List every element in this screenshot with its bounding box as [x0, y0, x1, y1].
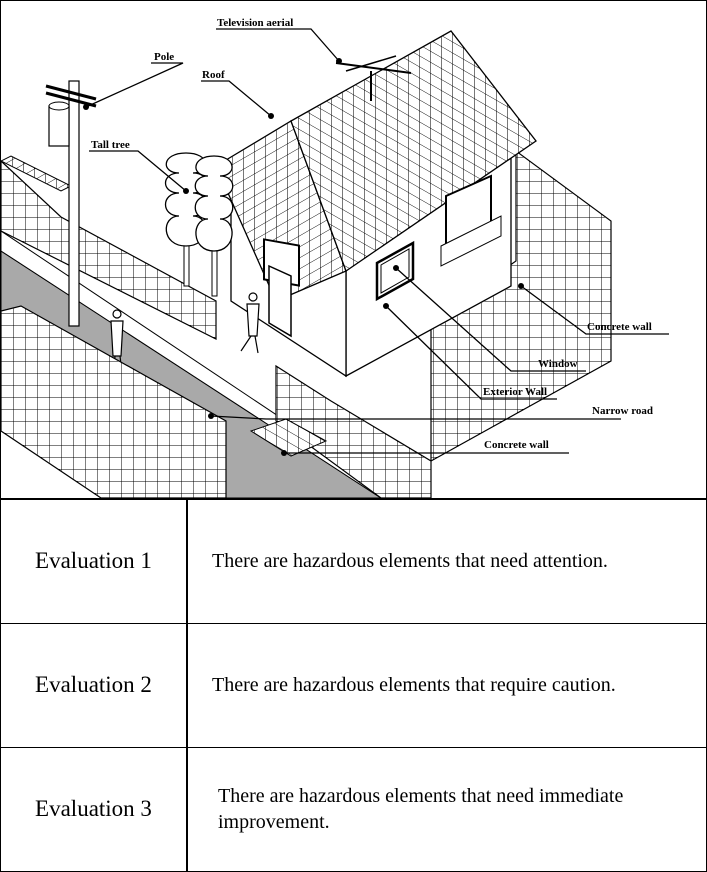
- label-narrow-road: Narrow road: [592, 405, 653, 417]
- label-pole: Pole: [154, 51, 174, 63]
- flower-box: [249, 418, 328, 457]
- label-roof: Roof: [202, 69, 225, 81]
- label-exterior-wall: Exterior Wall: [483, 386, 547, 398]
- roof-main: [290, 30, 537, 273]
- evaluation-text: There are hazardous elements that need i…: [187, 746, 706, 871]
- leader-lines: [85, 28, 669, 454]
- evaluation-text: There are hazardous elements that requir…: [187, 622, 706, 748]
- evaluation-text: There are hazardous elements that need a…: [187, 498, 706, 624]
- front-door: [268, 264, 292, 338]
- evaluation-row: Evaluation 3 There are hazardous element…: [1, 746, 706, 871]
- evaluation-row: Evaluation 2 There are hazardous element…: [1, 622, 706, 748]
- television-aerial: [335, 55, 412, 101]
- concrete-wall-front-left: [1, 305, 227, 498]
- label-tall-tree: Tall tree: [91, 139, 130, 151]
- label-concrete-wall-right: Concrete wall: [587, 321, 652, 333]
- evaluation-label: Evaluation 3: [1, 746, 188, 871]
- evaluation-label: Evaluation 2: [1, 622, 188, 748]
- label-concrete-wall-front: Concrete wall: [484, 439, 549, 451]
- house-hazard-illustration: Television aerial Pole Roof Tall tree Co…: [1, 17, 669, 498]
- tall-tree: [164, 152, 234, 297]
- utility-pole: [45, 80, 97, 327]
- evaluation-table: Evaluation 1 There are hazardous element…: [1, 498, 706, 871]
- evaluation-row: Evaluation 1 There are hazardous element…: [1, 498, 706, 624]
- concrete-wall-back-left: [1, 160, 217, 340]
- label-television-aerial: Television aerial: [217, 17, 293, 29]
- evaluation-label: Evaluation 1: [1, 498, 188, 624]
- concrete-wall-front: [275, 364, 432, 498]
- pedestrian-house: [240, 292, 260, 354]
- label-window: Window: [538, 358, 578, 370]
